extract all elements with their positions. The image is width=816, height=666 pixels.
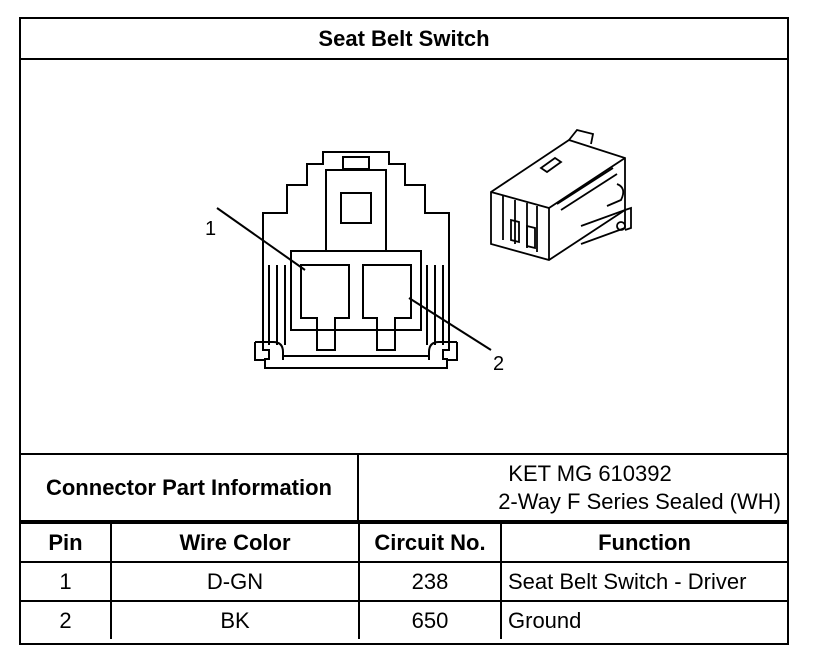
function-cell: Ground <box>500 600 787 639</box>
connector-description: 2-Way F Series Sealed (WH) <box>498 488 781 514</box>
circuit-cell: 238 <box>358 561 502 602</box>
connector-sheet: Seat Belt Switch <box>19 17 789 645</box>
connector-part-number: KET MG 610392 <box>508 460 672 486</box>
wire-color-cell: D-GN <box>110 561 360 602</box>
connector-drawing: 1 2 <box>205 128 632 375</box>
column-header-wire-color: Wire Color <box>110 522 360 563</box>
table-row: 1 D-GN 238 Seat Belt Switch - Driver <box>21 561 787 602</box>
column-header-pin: Pin <box>21 522 112 563</box>
pin-cell: 1 <box>21 561 112 602</box>
table-header-row: Pin Wire Color Circuit No. Function <box>21 522 787 563</box>
pin-table: Pin Wire Color Circuit No. Function 1 D-… <box>21 522 787 639</box>
connector-info-label: Connector Part Information <box>21 455 359 520</box>
terminal-cavity-pin-2 <box>362 264 412 351</box>
connector-part-info: Connector Part Information KET MG 610392… <box>21 453 787 522</box>
wire-color-cell: BK <box>110 600 360 639</box>
column-header-function: Function <box>500 522 787 563</box>
callout-leader-1 <box>216 207 306 271</box>
pin-cell: 2 <box>21 600 112 639</box>
function-cell: Seat Belt Switch - Driver <box>500 561 787 602</box>
connector-info-value: KET MG 610392 2-Way F Series Sealed (WH) <box>359 455 787 520</box>
page-title: Seat Belt Switch <box>21 19 787 60</box>
callout-label-1: 1 <box>205 218 216 240</box>
callout-leader-2 <box>408 297 492 351</box>
circuit-cell: 650 <box>358 600 502 639</box>
connector-3d-view <box>490 128 632 261</box>
callout-label-2: 2 <box>493 353 504 375</box>
table-row: 2 BK 650 Ground <box>21 600 787 639</box>
connector-diagram: 1 2 <box>21 60 787 453</box>
terminal-cavity-pin-1 <box>300 264 350 351</box>
connector-face <box>254 151 458 369</box>
column-header-circuit: Circuit No. <box>358 522 502 563</box>
